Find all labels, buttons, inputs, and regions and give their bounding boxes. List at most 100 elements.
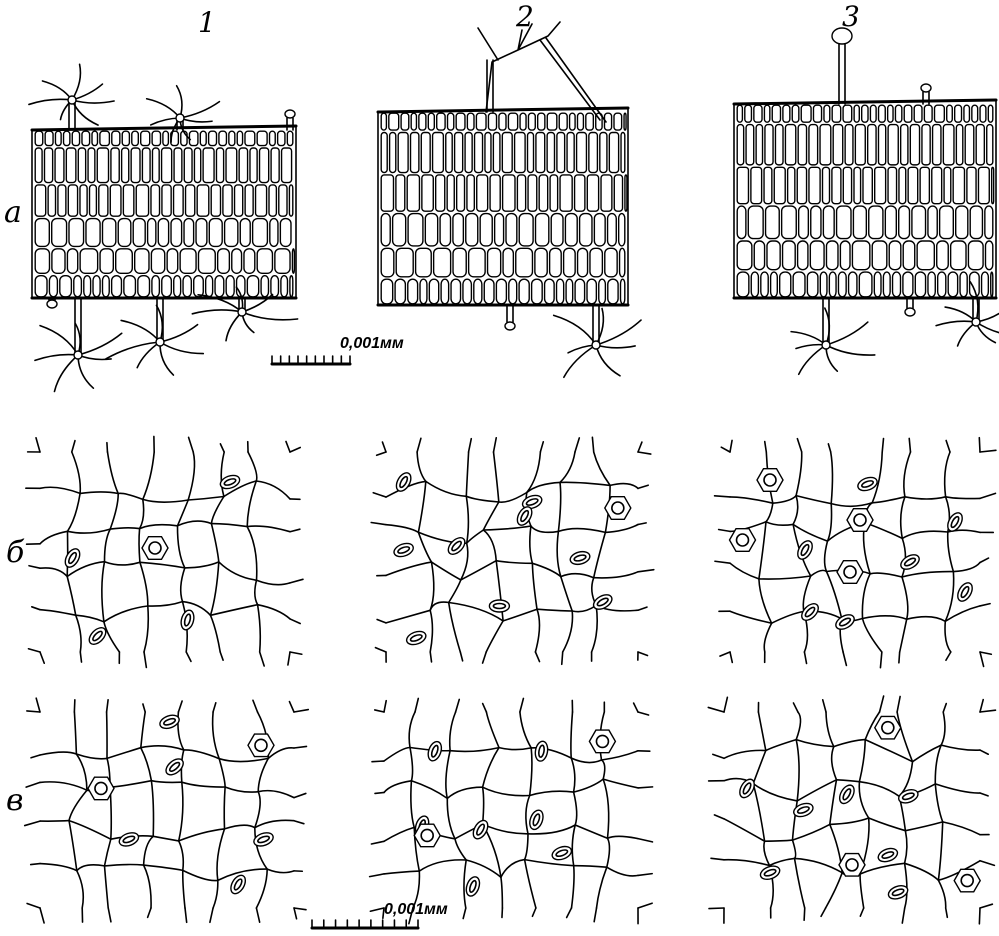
cell [978,167,989,203]
cell [282,148,292,183]
cell [798,241,808,270]
glandular-head [905,308,915,316]
cell-wall [247,526,290,532]
cell [235,185,243,216]
cell [78,148,85,183]
stellate-hair-arm [596,345,635,348]
cell-wall [213,703,216,712]
cell [396,175,405,211]
cell-wall [188,452,194,500]
cell-wall [980,652,984,666]
cell-wall [869,818,906,831]
cell-wall [526,796,530,834]
cell-wall [980,904,992,908]
cell [275,249,290,273]
cell [609,133,618,173]
cell [976,125,984,165]
stellate-hair-arm [72,64,80,100]
cell [133,219,145,247]
cell-wall [525,860,536,908]
cell-wall [935,745,941,784]
cell-wall [714,815,724,819]
cell [111,148,119,183]
cell [142,148,150,183]
trichome-base [837,561,863,584]
cell [621,133,625,173]
stellate-hair-arm [936,321,976,325]
cell [903,241,915,270]
cell-wall [941,712,945,745]
cell-wall [183,870,218,880]
epidermis-line [32,126,296,130]
cell [416,248,432,276]
cell-wall [449,603,461,653]
cell [822,167,829,203]
cell-wall [608,836,639,838]
cell-wall [40,864,77,871]
cell [45,131,53,145]
cell-wall [494,452,499,502]
cell-wall [531,526,559,532]
cell [771,272,778,297]
cell-wall [225,787,258,792]
cell-wall [980,700,983,712]
cell [457,175,465,211]
cell-wall [26,782,40,787]
cell-wall [870,573,902,577]
cell-wall [530,748,532,796]
cell-wall [575,825,607,838]
cell-wall [253,700,258,712]
cell [872,241,887,270]
cell-wall [258,758,268,791]
cell [407,175,419,211]
cell-wall [107,748,141,759]
cell-wall [80,492,118,494]
cell-wall [483,652,487,663]
cell [196,219,207,247]
cell [135,249,149,273]
cell-wall [450,712,456,751]
cell [910,125,919,165]
guard-cell [569,550,591,567]
trichome-base [605,497,631,520]
cell-wall [466,860,501,877]
cell [519,214,533,246]
cell [528,175,537,211]
cell [184,219,194,247]
cell [162,276,172,297]
cell [209,219,222,247]
cell [35,131,43,145]
guard-cell [445,535,468,558]
cell-wall [105,866,109,908]
cell [118,219,131,247]
cell [620,279,624,304]
cell-wall [289,702,294,712]
cell-wall [384,871,419,874]
cell-wall [211,524,247,527]
cell-wall [561,574,594,578]
cell-wall [561,577,572,611]
cell-wall [371,522,386,524]
guard-cell [426,740,444,763]
cell [271,276,279,297]
cell [545,279,555,304]
cell [488,113,496,130]
cell [381,248,394,276]
cell [132,131,139,145]
cell-wall [68,493,81,531]
cell-wall [597,867,607,908]
cell-wall [449,580,461,603]
cell [875,167,886,203]
cell [765,125,773,165]
cell [419,113,426,130]
cell [764,105,769,122]
cell-wall [603,779,638,788]
cell-wall [377,619,386,622]
cell [88,148,95,183]
cell-wall [900,619,907,652]
stellate-hair-arm [54,355,78,391]
cell [67,249,77,273]
cell-wall [486,621,503,652]
cell-wall [40,487,80,493]
cell [968,241,983,270]
